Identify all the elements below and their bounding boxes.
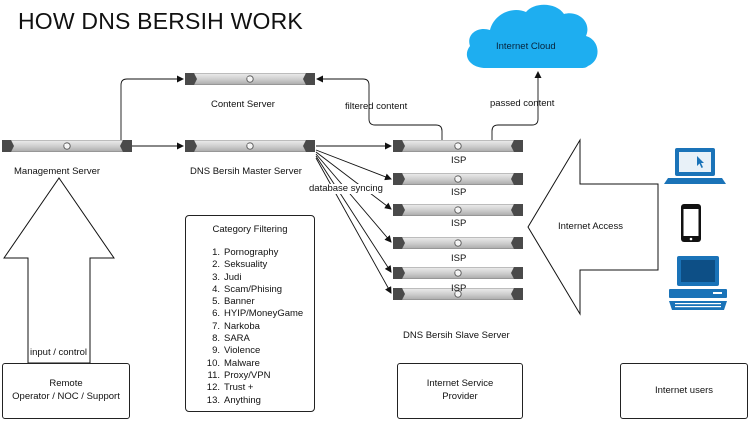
category-item: 3.Judi xyxy=(212,271,242,283)
master-server-label: DNS Bersih Master Server xyxy=(190,166,302,177)
laptop-icon xyxy=(664,148,726,184)
isp-provider-line1: Internet Service xyxy=(426,378,494,390)
category-item: 10.Malware xyxy=(206,357,260,369)
isp-label-4: ISP xyxy=(451,253,467,264)
content-server-icon xyxy=(185,73,315,85)
isp-label-1: ISP xyxy=(451,155,467,166)
page-title: HOW DNS BERSIH WORK xyxy=(18,8,303,34)
category-item: 7.Narkoba xyxy=(212,320,260,332)
internet-cloud-icon xyxy=(466,4,598,68)
content-server-label: Content Server xyxy=(211,99,275,110)
isp-label-2: ISP xyxy=(451,187,467,198)
remote-line2: Operator / NOC / Support xyxy=(12,391,120,402)
category-heading: Category Filtering xyxy=(212,224,288,235)
edge-filtered-content xyxy=(316,75,443,140)
category-filtering-box: Category Filtering 1.Pornography 2.Seksu… xyxy=(185,215,315,412)
category-item: 9.Violence xyxy=(212,345,261,357)
internet-users-box: Internet users xyxy=(620,363,748,419)
edge-management-content xyxy=(120,75,184,140)
passed-content-label: passed content xyxy=(490,98,555,109)
category-item: 8.SARA xyxy=(212,333,250,345)
category-item: 11.Proxy/VPN xyxy=(207,369,271,381)
management-server-icon xyxy=(2,140,132,152)
master-server-icon xyxy=(185,140,315,152)
isp-server-icon-1 xyxy=(393,140,523,152)
input-control-arrow-icon xyxy=(3,177,115,364)
isp-server-icon-2 xyxy=(393,173,523,185)
isp-server-icon-3 xyxy=(393,204,523,216)
smartphone-icon xyxy=(681,204,701,242)
edges-database-syncing xyxy=(315,142,392,294)
internet-access-arrow-icon xyxy=(527,138,659,316)
remote-line1: Remote xyxy=(49,378,83,390)
isp-server-icon-4 xyxy=(393,237,523,249)
input-control-label: input / control xyxy=(30,347,88,358)
category-list: 1.Pornography 2.Seksuality 3.Judi 4.Scam… xyxy=(198,247,303,407)
isp-label-3: ISP xyxy=(451,218,467,229)
database-syncing-label: database syncing xyxy=(308,183,384,194)
category-item: 5.Banner xyxy=(212,296,255,308)
internet-users-label: Internet users xyxy=(654,384,714,396)
isp-server-icon-5 xyxy=(393,267,523,279)
isp-label-5: ISP xyxy=(451,283,467,294)
category-item: 2.Seksuality xyxy=(212,259,268,271)
isp-provider-line2: Provider xyxy=(442,391,478,402)
internet-access-label: Internet Access xyxy=(558,221,623,232)
isp-provider-box: Internet Service Provider xyxy=(397,363,523,419)
edge-passed-content xyxy=(491,71,542,140)
category-item: 12.Trust + xyxy=(206,382,254,394)
slave-server-label: DNS Bersih Slave Server xyxy=(403,330,510,341)
desktop-computer-icon xyxy=(669,256,727,310)
cloud-label: Internet Cloud xyxy=(496,41,556,52)
category-item: 4.Scam/Phising xyxy=(212,283,283,295)
remote-operator-box: Remote Operator / NOC / Support xyxy=(2,363,130,419)
filtered-content-label: filtered content xyxy=(345,101,408,112)
category-item: 13.Anything xyxy=(206,394,261,406)
category-item: 1.Pornography xyxy=(212,247,279,258)
management-server-label: Management Server xyxy=(14,166,101,177)
category-item: 6.HYIP/MoneyGame xyxy=(212,308,304,320)
